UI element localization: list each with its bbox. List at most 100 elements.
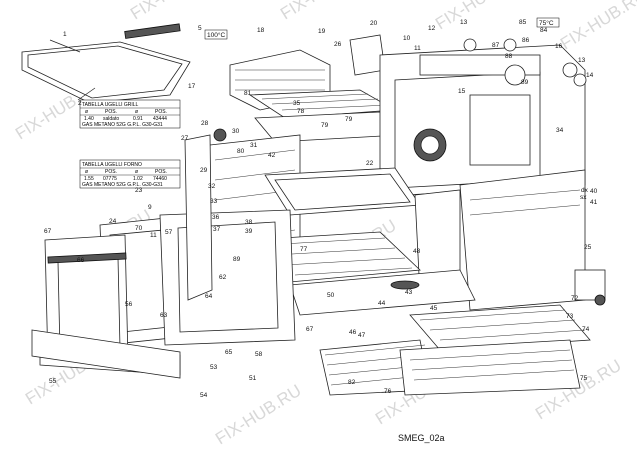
part-callout-number: 29 bbox=[200, 167, 208, 174]
part-callout-number: 11 bbox=[150, 232, 157, 239]
watermark-text: FIX-HUB.RU bbox=[277, 0, 370, 23]
part-callout-number: 51 bbox=[249, 375, 257, 382]
oven-body bbox=[379, 44, 586, 196]
oven-value-d2: 1.02 bbox=[133, 176, 143, 182]
grill-value-d1: 1.40 bbox=[84, 116, 94, 122]
part-callout-number: 53 bbox=[210, 364, 218, 371]
temp-label-100: 100°C bbox=[207, 31, 225, 39]
part-callout-number: 24 bbox=[109, 218, 117, 225]
part-callout-number: 39 bbox=[245, 228, 253, 235]
part-callout-number: 64 bbox=[205, 293, 213, 300]
grill-plate bbox=[248, 89, 401, 143]
part-callout-number: 45 bbox=[430, 305, 438, 312]
part-callout-number: 89 bbox=[233, 256, 241, 263]
part-callout-number: 36 bbox=[212, 214, 220, 221]
part-callout-number: 27 bbox=[181, 135, 189, 142]
grill-value-p2: 43444 bbox=[153, 116, 167, 122]
part-callout-number: 55 bbox=[49, 378, 57, 385]
part-callout-number: 81 bbox=[244, 90, 252, 97]
part-callout-number: 74 bbox=[582, 326, 590, 333]
part-callout-number: 19 bbox=[318, 28, 326, 35]
part-callout-number: 43 bbox=[405, 289, 413, 296]
part-callout-number: 72 bbox=[571, 295, 579, 302]
part-callout-number: 50 bbox=[327, 292, 335, 299]
part-callout-number: 65 bbox=[225, 349, 233, 356]
part-callout-number: 56 bbox=[125, 301, 133, 308]
part-callout-number: 10 bbox=[403, 35, 411, 42]
part-callout-number: 1 bbox=[63, 31, 67, 38]
watermark-text: FIX-HUB.RU bbox=[432, 0, 525, 33]
part-callout-number: 57 bbox=[165, 229, 173, 236]
part-callout-number: 88 bbox=[505, 53, 513, 60]
watermark-text: FIX-HUB.RU bbox=[212, 381, 305, 449]
part-callout-number: 37 bbox=[213, 226, 221, 233]
part-callout-number: 67 bbox=[306, 326, 314, 333]
part-callout-number: 46 bbox=[349, 329, 357, 336]
top-lid bbox=[21, 39, 191, 104]
temp-label-75: 75°C bbox=[539, 19, 554, 27]
part-callout-number: 32 bbox=[208, 183, 216, 190]
grill-burner bbox=[124, 23, 181, 39]
part-callout-number: 31 bbox=[250, 142, 258, 149]
part-callout-number: 70 bbox=[135, 225, 143, 232]
grill-table-title: TABELLA UGELLI GRILL bbox=[82, 102, 139, 108]
part-callout-number: dx bbox=[581, 187, 589, 194]
grill-header-d1: ø bbox=[85, 109, 88, 115]
part-callout-number: 9 bbox=[148, 204, 152, 211]
part-callout-number: 14 bbox=[586, 72, 594, 79]
part-callout-number: 66 bbox=[77, 257, 85, 264]
part-callout-number: 86 bbox=[522, 37, 530, 44]
part-callout-number: 87 bbox=[492, 42, 500, 49]
oven-value-p2: 74460 bbox=[153, 176, 167, 182]
part-callout-number: 84 bbox=[540, 27, 548, 34]
part-callout-number: 40 bbox=[590, 188, 598, 195]
part-callout-number: 22 bbox=[366, 160, 374, 167]
oven-table-title: TABELLA UGELLI FORNO bbox=[82, 162, 142, 168]
part-callout-number: 62 bbox=[219, 274, 227, 281]
part-callout-number: 82 bbox=[348, 379, 356, 386]
part-callout-number: 80 bbox=[237, 148, 245, 155]
part-callout-number: 2 bbox=[78, 100, 82, 107]
oven-header-p1: POS. bbox=[105, 169, 117, 175]
part-callout-number: 78 bbox=[297, 108, 305, 115]
oven-nozzle-table: TABELLA UGELLI FORNO ø POS. ø POS. 1.55 … bbox=[79, 159, 181, 189]
grill-table-footer: GAS METANO 52G G.P.L. G30-G31 bbox=[82, 122, 163, 128]
part-callout-number: 13 bbox=[460, 19, 468, 26]
part-callout-number: 5 bbox=[198, 25, 202, 32]
thermostat-group bbox=[463, 38, 606, 306]
part-callout-number: 79 bbox=[321, 122, 329, 129]
rack-shelf bbox=[319, 304, 591, 396]
part-callout-number: 30 bbox=[232, 128, 240, 135]
watermark-text: FIX-HUB.RU bbox=[127, 0, 220, 23]
part-callout-number: 34 bbox=[556, 127, 564, 134]
oven-value-p1: 07775 bbox=[103, 176, 117, 182]
part-callout-number: 73 bbox=[566, 313, 574, 320]
part-callout-number: 42 bbox=[268, 152, 276, 159]
part-callout-number: 15 bbox=[458, 88, 466, 95]
part-callout-number: 25 bbox=[584, 244, 592, 251]
temperature-labels: 100°C 75°C bbox=[204, 17, 560, 40]
part-callout-number: 67 bbox=[44, 228, 52, 235]
part-callout-number: 77 bbox=[300, 246, 308, 253]
part-callout-number: 48 bbox=[413, 248, 421, 255]
oven-side-housing bbox=[459, 169, 586, 311]
part-callout-number: 13 bbox=[578, 57, 586, 64]
watermark-text: FIX-HUB.RU bbox=[557, 0, 637, 53]
grill-nozzle-table: TABELLA UGELLI GRILL ø POS. ø POS. 1.40 … bbox=[79, 99, 181, 129]
grill-header-p2: POS. bbox=[155, 109, 167, 115]
grill-header-p1: POS. bbox=[105, 109, 117, 115]
part-callout-number: 11 bbox=[414, 45, 421, 52]
part-callout-number: 75 bbox=[580, 375, 588, 382]
part-callout-number: 58 bbox=[255, 351, 263, 358]
part-callout-number: 85 bbox=[519, 19, 527, 26]
part-callout-number: 16 bbox=[555, 43, 563, 50]
part-callout-number: 44 bbox=[378, 300, 386, 307]
part-callout-number: 23 bbox=[135, 187, 143, 194]
grill-value-p1: saldato bbox=[103, 116, 119, 122]
part-callout-number: 89 bbox=[521, 79, 529, 86]
oven-header-d2: ø bbox=[135, 169, 138, 175]
part-callout-number: 33 bbox=[210, 198, 218, 205]
oven-value-d1: 1.55 bbox=[84, 176, 94, 182]
part-callout-number: 41 bbox=[590, 199, 598, 206]
